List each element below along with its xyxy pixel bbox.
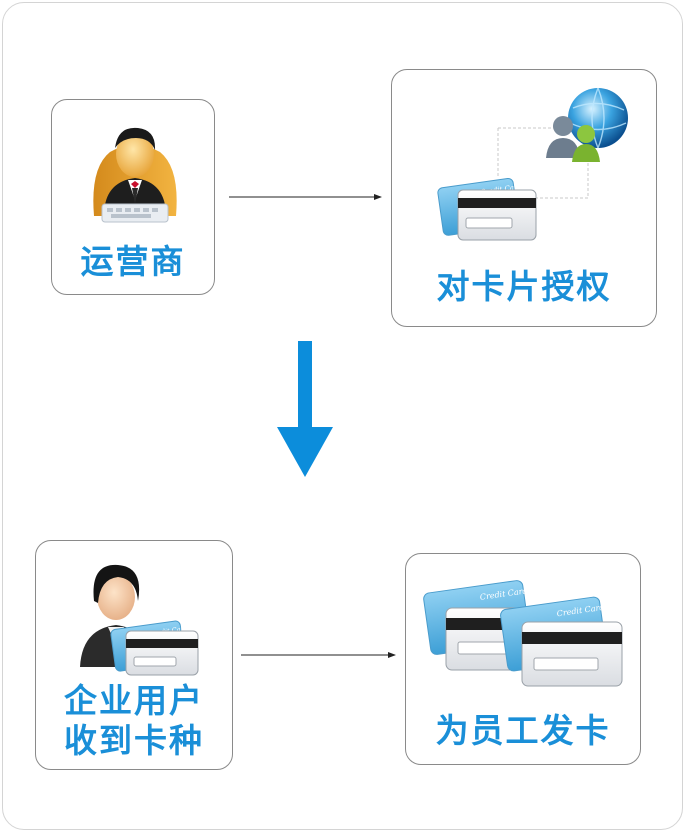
enterprise-label-line2: 收到卡种 — [64, 721, 204, 760]
card-network-icon: Credit Card — [437, 87, 628, 241]
node-enterprise: Credit Card 企业用户 收到卡种 — [35, 540, 233, 770]
multiple-cards-icon: Credit Card Credit Card — [423, 580, 623, 687]
operator-label: 运营商 — [80, 242, 186, 281]
connector-layer — [229, 194, 396, 658]
enterprise-user-card-icon: Credit Card — [80, 564, 199, 676]
operator-person-icon — [93, 127, 177, 223]
node-operator: 运营商 — [51, 99, 215, 295]
authorize-label: 对卡片授权 — [436, 267, 612, 306]
node-issue: Credit Card Credit Card 为员工发卡 — [405, 553, 641, 765]
enterprise-label-line1: 企业用户 — [64, 681, 204, 720]
down-arrow — [277, 341, 333, 477]
node-authorize: Credit Card 对卡片授权 — [391, 69, 657, 327]
issue-label: 为员工发卡 — [435, 711, 611, 750]
